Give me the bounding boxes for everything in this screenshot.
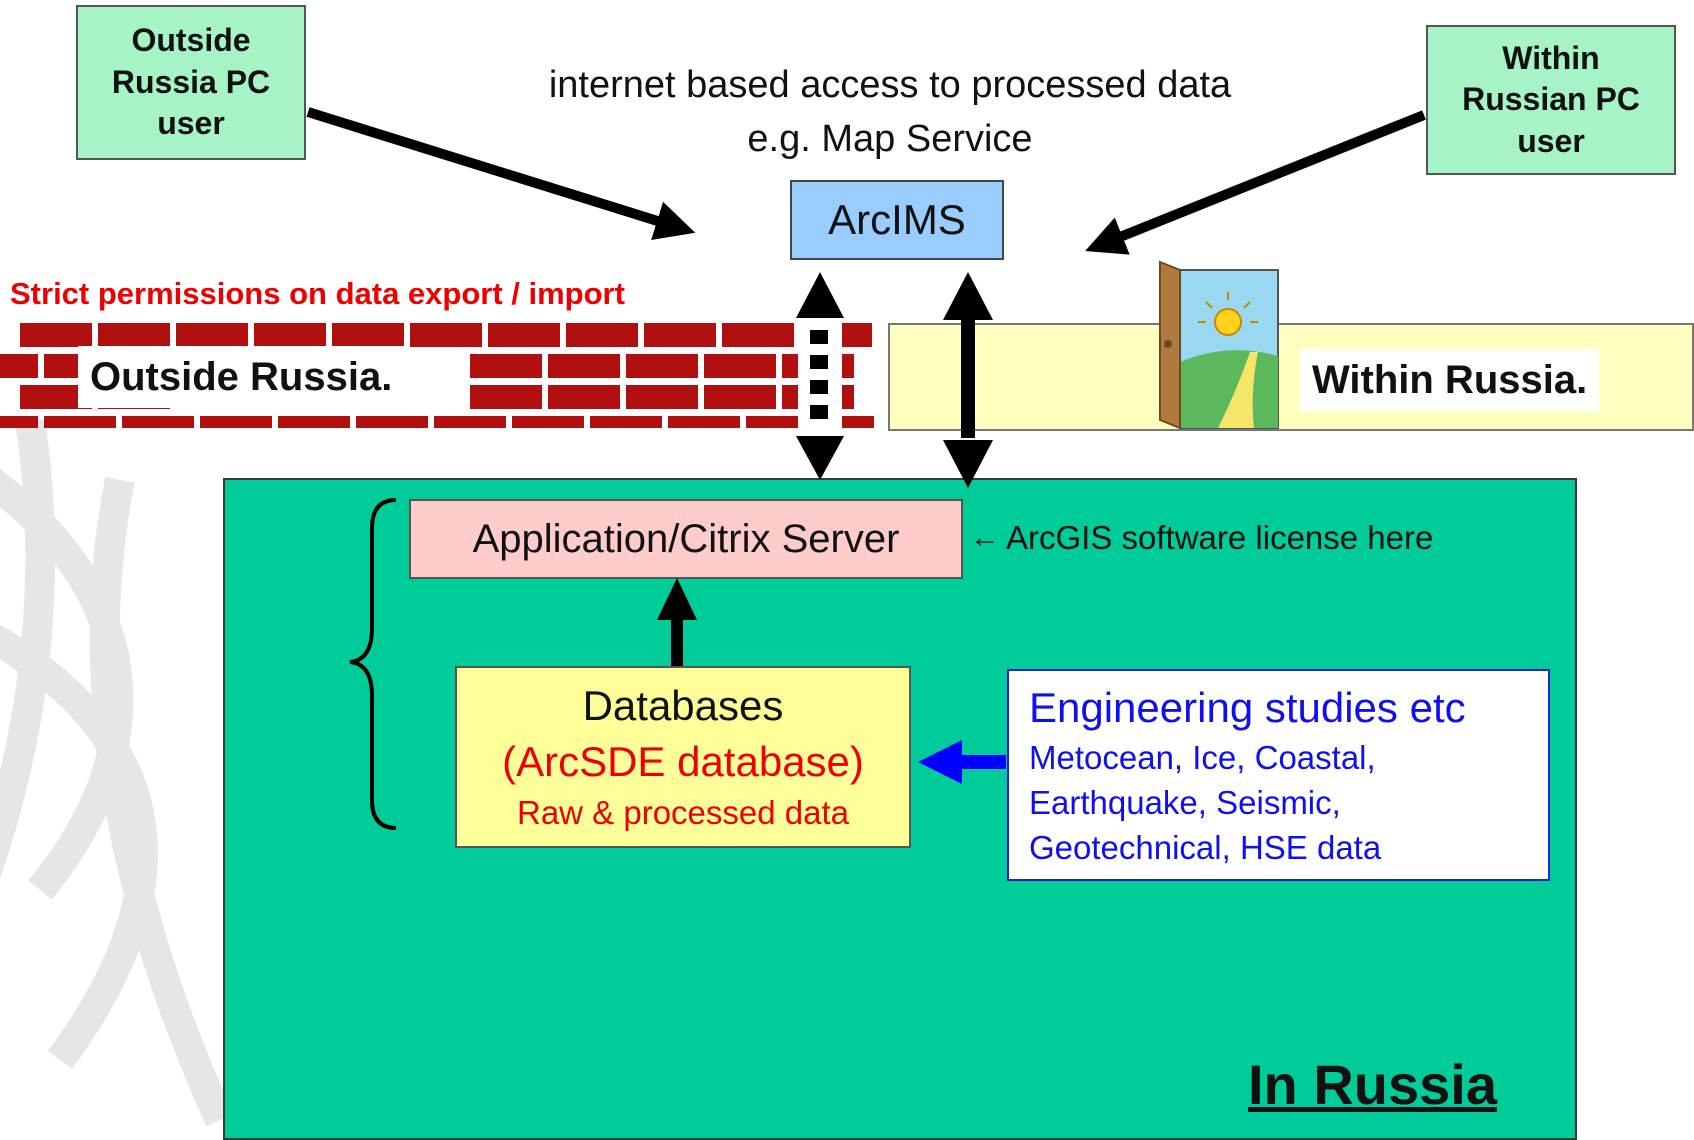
engineering-title: Engineering studies etc bbox=[1029, 683, 1466, 731]
within-russia-text: Within Russia. bbox=[1312, 358, 1588, 402]
internet-access-note: internet based access to processed data … bbox=[480, 58, 1300, 166]
engineering-to-databases-arrow bbox=[918, 740, 1006, 784]
license-note-text: ArcGIS software license here bbox=[1006, 519, 1434, 556]
internet-note-line2: e.g. Map Service bbox=[747, 118, 1033, 160]
outside-user-line3: user bbox=[157, 105, 225, 142]
within-user-line2: Russian PC bbox=[1462, 81, 1640, 118]
sun-icon bbox=[1198, 292, 1258, 336]
solid-double-arrow bbox=[943, 272, 993, 488]
engineering-line3: Geotechnical, HSE data bbox=[1029, 828, 1382, 866]
in-russia-text: In Russia bbox=[1248, 1053, 1497, 1116]
permissions-note-text: Strict permissions on data export / impo… bbox=[10, 276, 625, 311]
databases-detail: Raw & processed data bbox=[516, 794, 849, 831]
within-user-arrow bbox=[1085, 110, 1426, 255]
within-user-line3: user bbox=[1517, 122, 1585, 159]
within-russian-user-box[interactable]: Within Russian PC user bbox=[1426, 25, 1676, 175]
outside-russia-label: Outside Russia. bbox=[78, 346, 405, 408]
app-server-label: Application/Citrix Server bbox=[472, 516, 900, 561]
databases-subtitle: (ArcSDE database) bbox=[502, 738, 864, 785]
left-arrow-icon: ← bbox=[970, 521, 1000, 554]
engineering-line1: Metocean, Ice, Coastal, bbox=[1029, 738, 1376, 776]
outside-user-line2: Russia PC bbox=[111, 63, 271, 100]
internet-note-line1: internet based access to processed data bbox=[548, 64, 1232, 106]
within-user-line1: Within bbox=[1502, 39, 1600, 76]
arcims-box[interactable]: ArcIMS bbox=[790, 180, 1004, 260]
outside-user-line1: Outside bbox=[131, 22, 251, 59]
databases-title: Databases bbox=[582, 682, 784, 729]
arcims-label: ArcIMS bbox=[828, 196, 966, 243]
open-door-icon bbox=[1159, 260, 1279, 430]
in-russia-label: In Russia bbox=[1248, 1052, 1497, 1117]
dotted-double-arrow bbox=[796, 272, 844, 480]
outside-russia-text: Outside Russia. bbox=[90, 355, 393, 399]
databases-box[interactable]: Databases (ArcSDE database) Raw & proces… bbox=[455, 666, 911, 848]
outside-russia-user-box[interactable]: Outside Russia PC user bbox=[76, 5, 306, 160]
application-citrix-server-box[interactable]: Application/Citrix Server bbox=[409, 499, 963, 579]
engineering-studies-box[interactable]: Engineering studies etc Metocean, Ice, C… bbox=[1007, 669, 1550, 881]
license-note: ← ArcGIS software license here bbox=[970, 519, 1433, 557]
curly-brace bbox=[349, 498, 397, 830]
background-swirl-decoration bbox=[0, 420, 234, 1127]
permissions-note: Strict permissions on data export / impo… bbox=[10, 276, 625, 312]
engineering-line2: Earthquake, Seismic, bbox=[1029, 783, 1341, 821]
within-russia-label: Within Russia. bbox=[1300, 349, 1600, 411]
outside-user-arrow bbox=[306, 107, 696, 240]
databases-to-server-arrow bbox=[657, 578, 697, 666]
